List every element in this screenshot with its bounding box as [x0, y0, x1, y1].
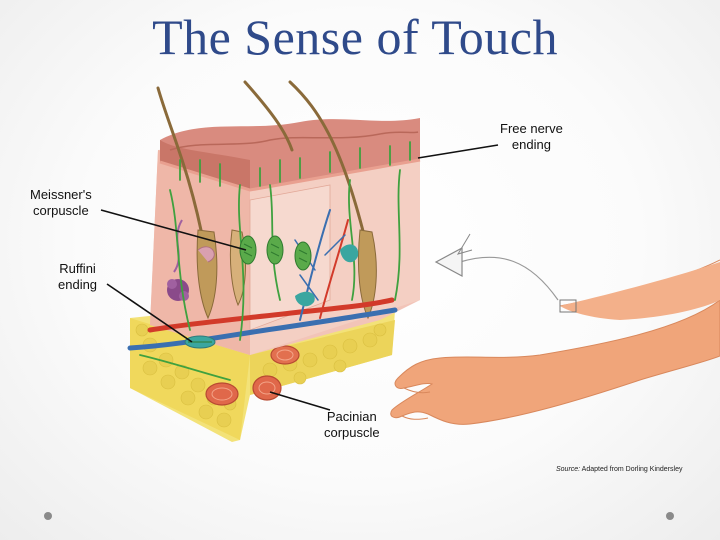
source-prefix: Source: [556, 466, 581, 473]
leader-pacinian [269, 391, 331, 411]
page-title: The Sense of Touch [152, 9, 558, 65]
leader-lines [100, 144, 499, 411]
label-pacinian-corpuscle: Pacinian corpuscle [324, 409, 380, 440]
epidermis-layer [159, 118, 421, 192]
pacinian-corpuscle-shapes [205, 345, 300, 406]
skin-sample-box [559, 299, 577, 313]
leader-free-nerve [417, 144, 499, 159]
source-text: Adapted from Dorling Kindersley [580, 466, 683, 473]
slide-dot-right [666, 512, 674, 520]
ruffini-ending-shape [184, 335, 216, 349]
label-free-nerve-ending: Free nerve ending [500, 121, 563, 152]
source-credit: Source: Adapted from Dorling Kindersley [556, 466, 682, 473]
label-ruffini-ending: Ruffini ending [58, 261, 98, 292]
arm-illustration [390, 259, 720, 425]
magnify-arrow [434, 233, 559, 301]
nerve-fibers [139, 141, 411, 381]
merkel-shapes [295, 244, 359, 307]
meissner-corpuscle-shapes [239, 235, 312, 271]
label-meissners-corpuscle: Meissner's corpuscle [30, 187, 92, 218]
leader-ruffini [106, 283, 193, 343]
slide-dot-left [44, 512, 52, 520]
leader-meissner [100, 209, 247, 251]
